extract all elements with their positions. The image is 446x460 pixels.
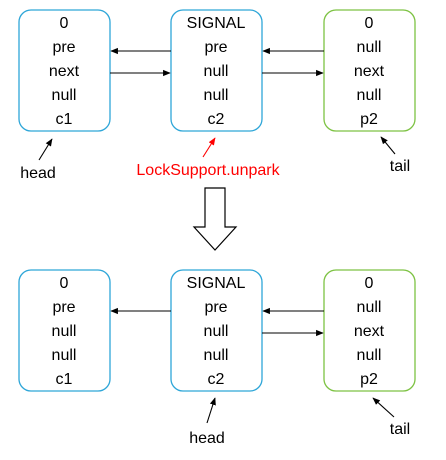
top-node-3-line-2: null	[357, 39, 382, 56]
top-node-2-line-2: pre	[204, 39, 227, 56]
top-tail-label: tail	[390, 158, 410, 175]
bottom-node-3-line-1: 0	[365, 275, 374, 292]
bottom-node-1-line-1: 0	[60, 275, 69, 292]
bottom-node-1-line-2: pre	[52, 299, 75, 316]
top-node-1-line-5: c1	[56, 111, 73, 128]
top-node-2-line-3: null	[204, 63, 229, 80]
top-node-3-line-1: 0	[365, 15, 374, 32]
bottom-node-2-line-3: null	[204, 323, 229, 340]
bottom-node-3-line-4: null	[357, 347, 382, 364]
top-node-1-line-4: null	[52, 87, 77, 104]
top-node-1: 0 pre next null c1	[18, 9, 111, 132]
bottom-node-2-box	[170, 269, 263, 392]
top-node-2-line-5: c2	[208, 111, 225, 128]
top-node-2-box	[170, 9, 263, 132]
bottom-node-2-line-1: SIGNAL	[187, 275, 246, 292]
bottom-node-3: 0 null next null p2	[323, 269, 416, 392]
top-node-2: SIGNAL pre null null c2	[170, 9, 263, 132]
top-head-pointer	[38, 138, 53, 161]
top-node-3: 0 null next null p2	[323, 9, 416, 132]
bottom-node-1-line-3: null	[52, 323, 77, 340]
top-node-1-line-2: pre	[52, 39, 75, 56]
top-node-3-box	[323, 9, 416, 132]
top-head-label: head	[20, 165, 56, 182]
bottom-head-label: head	[189, 430, 225, 447]
top-node-3-line-5: p2	[360, 111, 378, 128]
bottom-node-2-line-5: c2	[208, 371, 225, 388]
top-node-2-line-1: SIGNAL	[187, 15, 246, 32]
unpark-pointer	[202, 137, 216, 158]
top-node-1-line-1: 0	[60, 15, 69, 32]
top-node-1-line-3: next	[49, 63, 80, 80]
top-node-2-line-4: null	[204, 87, 229, 104]
bottom-node-3-line-2: null	[357, 299, 382, 316]
bottom-node-3-box	[323, 269, 416, 392]
bottom-row: 0 pre null null c1 SIGNAL pre null null …	[18, 269, 416, 447]
transition-down-arrow	[192, 187, 238, 251]
bottom-node-1: 0 pre null null c1	[18, 269, 111, 392]
top-node-1-box	[18, 9, 111, 132]
unpark-label: LockSupport.unpark	[136, 162, 280, 179]
bottom-node-3-line-5: p2	[360, 371, 378, 388]
bottom-node-1-line-5: c1	[56, 371, 73, 388]
bottom-node-2-line-4: null	[204, 347, 229, 364]
top-row: 0 pre next null c1 SIGNAL pre null null …	[18, 9, 416, 182]
bottom-node-1-box	[18, 269, 111, 392]
top-node-3-line-3: next	[354, 63, 385, 80]
bottom-node-1-line-4: null	[52, 347, 77, 364]
top-node-3-line-4: null	[357, 87, 382, 104]
bottom-node-3-line-3: next	[354, 323, 385, 340]
bottom-tail-pointer	[372, 397, 395, 418]
top-tail-pointer	[380, 136, 396, 155]
bottom-node-2-line-2: pre	[204, 299, 227, 316]
bottom-tail-label: tail	[390, 421, 410, 438]
bottom-head-pointer	[206, 397, 216, 424]
bottom-node-2: SIGNAL pre null null c2	[170, 269, 263, 392]
